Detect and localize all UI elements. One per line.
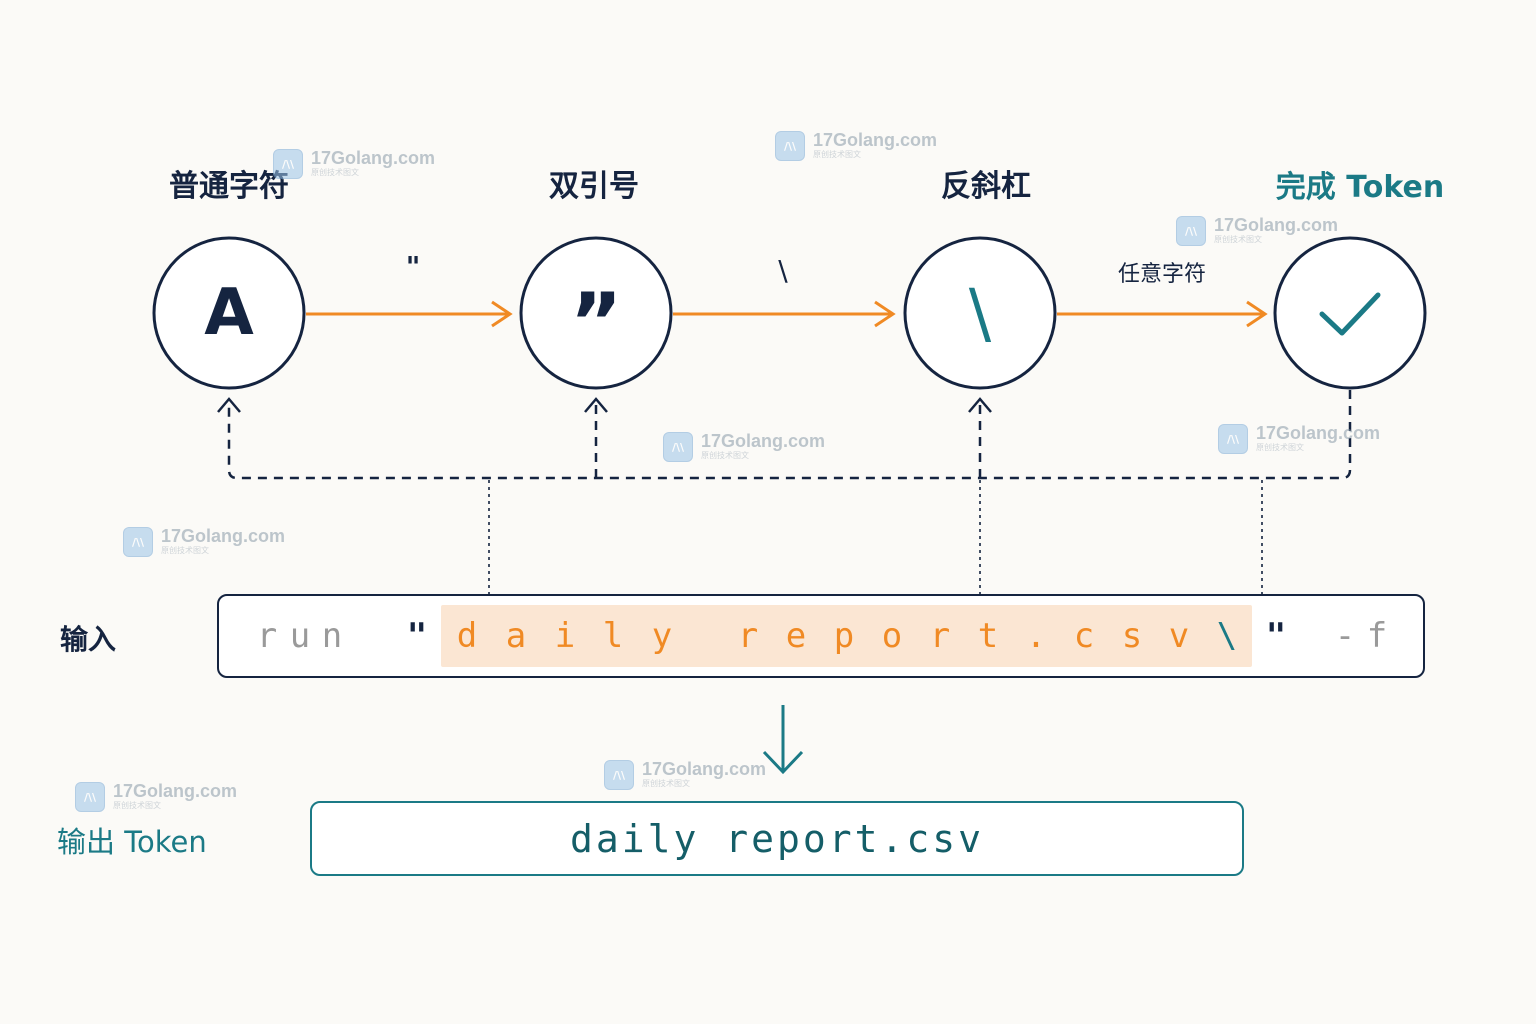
input-char: r [929,616,951,656]
feedback-arrowhead-quote [584,397,608,413]
input-char: i [554,616,576,656]
state-glyph-normal: A [204,276,254,350]
input-char: e [785,616,807,656]
input-char: y [651,616,673,656]
input-char: d [456,616,478,656]
check-icon [1319,292,1381,336]
state-label-normal: 普通字符 [169,169,289,204]
input-char: \ [1216,616,1238,656]
input-char: " [406,616,428,656]
state-glyph-quote: ” [569,275,623,369]
state-label-backslash: 反斜杠 [941,169,1031,204]
input-char: r [256,616,278,656]
input-char: " [1265,616,1287,656]
input-char: v [1168,616,1190,656]
input-char: f [1366,616,1388,656]
transition-arrowhead-quote-backslash [874,300,896,328]
transition-label-quote-backslash: \ [778,254,788,287]
input-char: t [977,616,999,656]
output-row-label: 输出 Token [57,825,207,859]
transition-label-normal-quote: " [405,250,421,283]
state-circle-quote [519,236,673,390]
state-label-done: 完成 Token [1275,170,1445,205]
feedback-loop-path [227,390,1352,480]
input-char: s [1121,616,1143,656]
transition-arrowhead-backslash-done [1246,300,1268,328]
state-glyph-backslash: \ [968,274,992,352]
input-char: l [602,616,624,656]
state-circle-backslash [903,236,1057,390]
transition-arrowhead-normal-quote [491,300,513,328]
feedback-arrowhead-normal [217,397,241,413]
input-char: p [833,616,855,656]
input-char: o [881,616,903,656]
input-char: a [505,616,527,656]
state-circle-done [1273,236,1427,390]
output-arrowhead [762,750,804,775]
input-quoted-highlight [441,605,1252,667]
input-char: r [737,616,759,656]
input-char: n [321,616,343,656]
state-label-quote: 双引号 [549,169,639,204]
transition-label-backslash-done: 任意字符 [1117,262,1207,287]
input-char: c [1073,616,1095,656]
feedback-arrowhead-backslash [968,397,992,413]
output-token-box: daily report.csv [310,801,1244,876]
input-char: . [1025,616,1047,656]
input-char: u [289,616,311,656]
input-row-label: 输入 [60,623,117,656]
input-char: - [1334,616,1356,656]
state-circle-normal [152,236,306,390]
output-token-value: daily report.csv [569,816,985,861]
